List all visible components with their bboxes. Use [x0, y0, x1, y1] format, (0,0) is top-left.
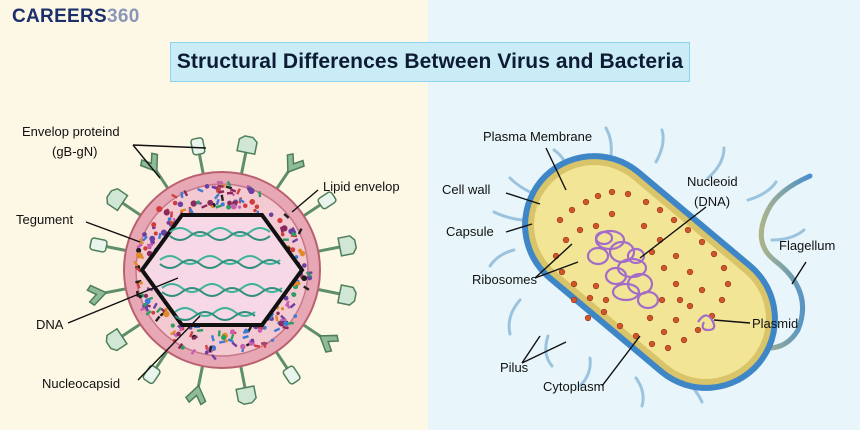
label-plasmid: Plasmid — [752, 316, 798, 331]
bacteria-cytoplasm — [534, 165, 766, 379]
bacteria-leader-lines — [505, 147, 807, 387]
bacteria-flagellum — [737, 173, 813, 351]
label-nucleoid: Nucleoid — [687, 174, 738, 189]
page-title-box: Structural Differences Between Virus and… — [170, 42, 690, 82]
label-plasma-membrane: Plasma Membrane — [483, 129, 592, 144]
envelope-spike — [235, 362, 257, 406]
bacteria-illustration — [488, 126, 813, 408]
virus-illustration — [86, 135, 358, 406]
bacteria-plasmid — [697, 314, 716, 332]
virus-spikes — [86, 135, 358, 406]
envelope-spike — [190, 137, 206, 178]
envelope-spike — [236, 135, 258, 178]
virus-leader-lines — [67, 144, 319, 381]
virus-dna-strand — [159, 227, 283, 321]
page-title: Structural Differences Between Virus and… — [176, 50, 684, 73]
label-ribosomes: Ribosomes — [472, 272, 538, 287]
envelope-spike — [184, 362, 207, 406]
bacteria-nucleoid — [586, 229, 660, 310]
bacteria-ribosomes — [552, 188, 732, 352]
envelope-spike — [106, 187, 145, 219]
envelope-spike — [89, 237, 130, 253]
label-tegument: Tegument — [16, 212, 73, 227]
logo-text-b: 360 — [107, 6, 140, 27]
envelope-spike — [273, 348, 301, 385]
envelope-spike — [299, 321, 340, 353]
label-nucleocapsid: Nucleocapsid — [42, 376, 120, 391]
envelope-spike — [314, 284, 357, 306]
label-envelop-protein: Envelop proteind — [22, 124, 120, 139]
logo-text-a: CAREERS — [12, 6, 108, 27]
label-envelop-protein-sub: (gB-gN) — [52, 144, 98, 159]
virus-nucleocapsid — [139, 213, 305, 327]
label-flagellum: Flagellum — [779, 238, 835, 253]
envelope-spike — [273, 152, 305, 193]
envelope-spike — [300, 191, 337, 219]
label-nucleoid-sub: (DNA) — [694, 194, 730, 209]
careers360-logo[interactable]: CAREERS360 — [12, 6, 140, 28]
envelope-spike — [314, 235, 358, 257]
label-pilus: Pilus — [500, 360, 529, 375]
label-lipid-envelop: Lipid envelop — [323, 179, 400, 194]
envelope-spike — [105, 321, 144, 352]
envelope-spike — [139, 152, 171, 192]
envelope-spike — [86, 284, 130, 307]
label-capsule: Capsule — [446, 224, 494, 239]
label-dna: DNA — [36, 317, 64, 332]
label-cell-wall: Cell wall — [442, 182, 491, 197]
label-cytoplasm: Cytoplasm — [543, 379, 604, 394]
